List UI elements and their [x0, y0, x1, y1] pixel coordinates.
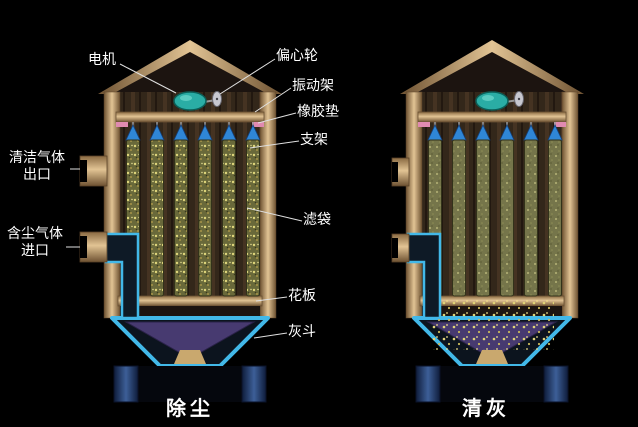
- label-clean-gas-outlet-line1: 清洁气体: [9, 151, 65, 166]
- right-unit: [391, 38, 586, 404]
- label-clean-gas-outlet-line2: 出口: [23, 168, 51, 183]
- outlet-stub-opening: [392, 162, 398, 182]
- label-filter-bag: 滤袋: [303, 213, 331, 228]
- label-dusty-gas-inlet-line2: 进口: [21, 244, 49, 259]
- label-rubber-pad: 橡胶垫: [297, 105, 339, 120]
- falling-dust: [430, 298, 554, 350]
- caption-ash-cleaning: 清灰: [462, 398, 510, 420]
- leader-lines: [66, 58, 303, 339]
- inlet-opening: [80, 236, 87, 258]
- left-unit: [79, 38, 284, 404]
- outlet-opening: [80, 160, 87, 182]
- label-motor: 电机: [88, 53, 116, 68]
- label-dusty-gas-inlet-line1: 含尘气体: [7, 227, 63, 242]
- label-clean-gas-outlet: 清洁气体 出口: [4, 150, 70, 184]
- label-eccentric-wheel: 偏心轮: [276, 49, 318, 64]
- label-tube-sheet: 花板: [288, 289, 316, 304]
- caption-dust-removal: 除尘: [166, 398, 214, 420]
- label-support-frame: 支架: [300, 133, 328, 148]
- inlet-stub-opening: [392, 238, 398, 258]
- label-vibration-frame: 振动架: [292, 79, 334, 94]
- label-ash-hopper: 灰斗: [288, 325, 316, 340]
- label-dusty-gas-inlet: 含尘气体 进口: [2, 226, 68, 260]
